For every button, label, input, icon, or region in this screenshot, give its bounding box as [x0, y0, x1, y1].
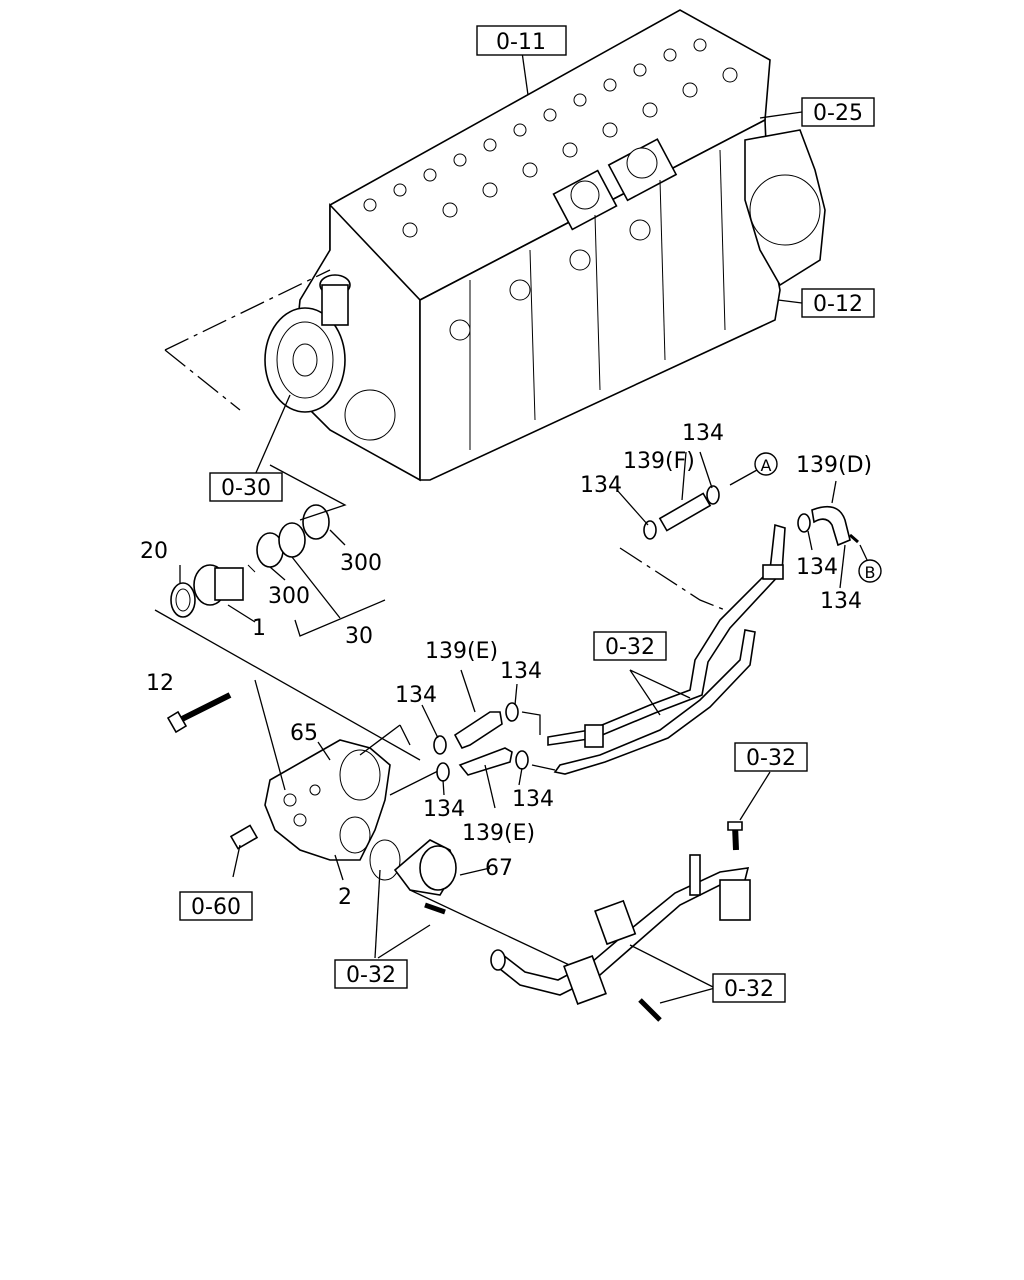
part-label-300-b: 300: [268, 584, 310, 609]
callout-0-32-bottom-left: 0-32: [334, 959, 408, 989]
callout-0-32-mid: 0-32: [593, 631, 667, 661]
callout-0-30: 0-30: [209, 472, 283, 502]
part-label-134-g: 134: [423, 797, 465, 822]
part-label-134-e: 134: [500, 659, 542, 684]
engine-block-drawing: [264, 9, 826, 482]
callout-0-30-text: 0-30: [221, 476, 271, 501]
marker-a: A: [754, 452, 778, 476]
hoses-drawing: [433, 485, 859, 782]
part-label-67: 67: [485, 856, 513, 881]
part-label-12: 12: [146, 671, 174, 696]
callout-0-32-bottom-right: 0-32: [712, 973, 786, 1003]
part-label-134-d: 134: [820, 589, 862, 614]
callout-0-32-bottom-left-text: 0-32: [346, 963, 396, 988]
housing-drawing: [166, 692, 457, 915]
callout-0-60-text: 0-60: [191, 895, 241, 920]
part-label-2: 2: [338, 885, 352, 910]
callout-0-12: 0-12: [801, 288, 875, 318]
callout-0-32-right-text: 0-32: [746, 746, 796, 771]
part-label-134-h: 134: [512, 787, 554, 812]
part-label-139e-b: 139(E): [462, 821, 535, 846]
callout-0-32-bottom-right-text: 0-32: [724, 977, 774, 1002]
part-label-139f: 139(F): [623, 449, 695, 474]
part-label-134-f: 134: [395, 683, 437, 708]
part-label-139d: 139(D): [796, 453, 872, 478]
marker-a-text: A: [761, 456, 772, 475]
part-label-300-a: 300: [340, 551, 382, 576]
callout-0-12-text: 0-12: [813, 292, 863, 317]
part-label-134-b: 134: [580, 473, 622, 498]
part-label-1: 1: [252, 616, 266, 641]
callout-0-11-text: 0-11: [496, 30, 546, 55]
part-label-30: 30: [345, 624, 373, 649]
lower-pipe-drawing: [490, 821, 751, 1022]
part-label-20: 20: [140, 539, 168, 564]
part-label-134-a: 134: [682, 421, 724, 446]
callout-0-60: 0-60: [179, 891, 253, 921]
part-label-134-c: 134: [796, 555, 838, 580]
part-label-139e-a: 139(E): [425, 639, 498, 664]
callout-0-11: 0-11: [476, 25, 567, 56]
marker-b: B: [858, 559, 882, 583]
callout-0-25-text: 0-25: [813, 101, 863, 126]
callout-0-32-right: 0-32: [734, 742, 808, 772]
part-label-65: 65: [290, 721, 318, 746]
callout-0-32-mid-text: 0-32: [605, 635, 655, 660]
marker-b-text: B: [865, 563, 876, 582]
callout-0-25: 0-25: [801, 97, 875, 127]
